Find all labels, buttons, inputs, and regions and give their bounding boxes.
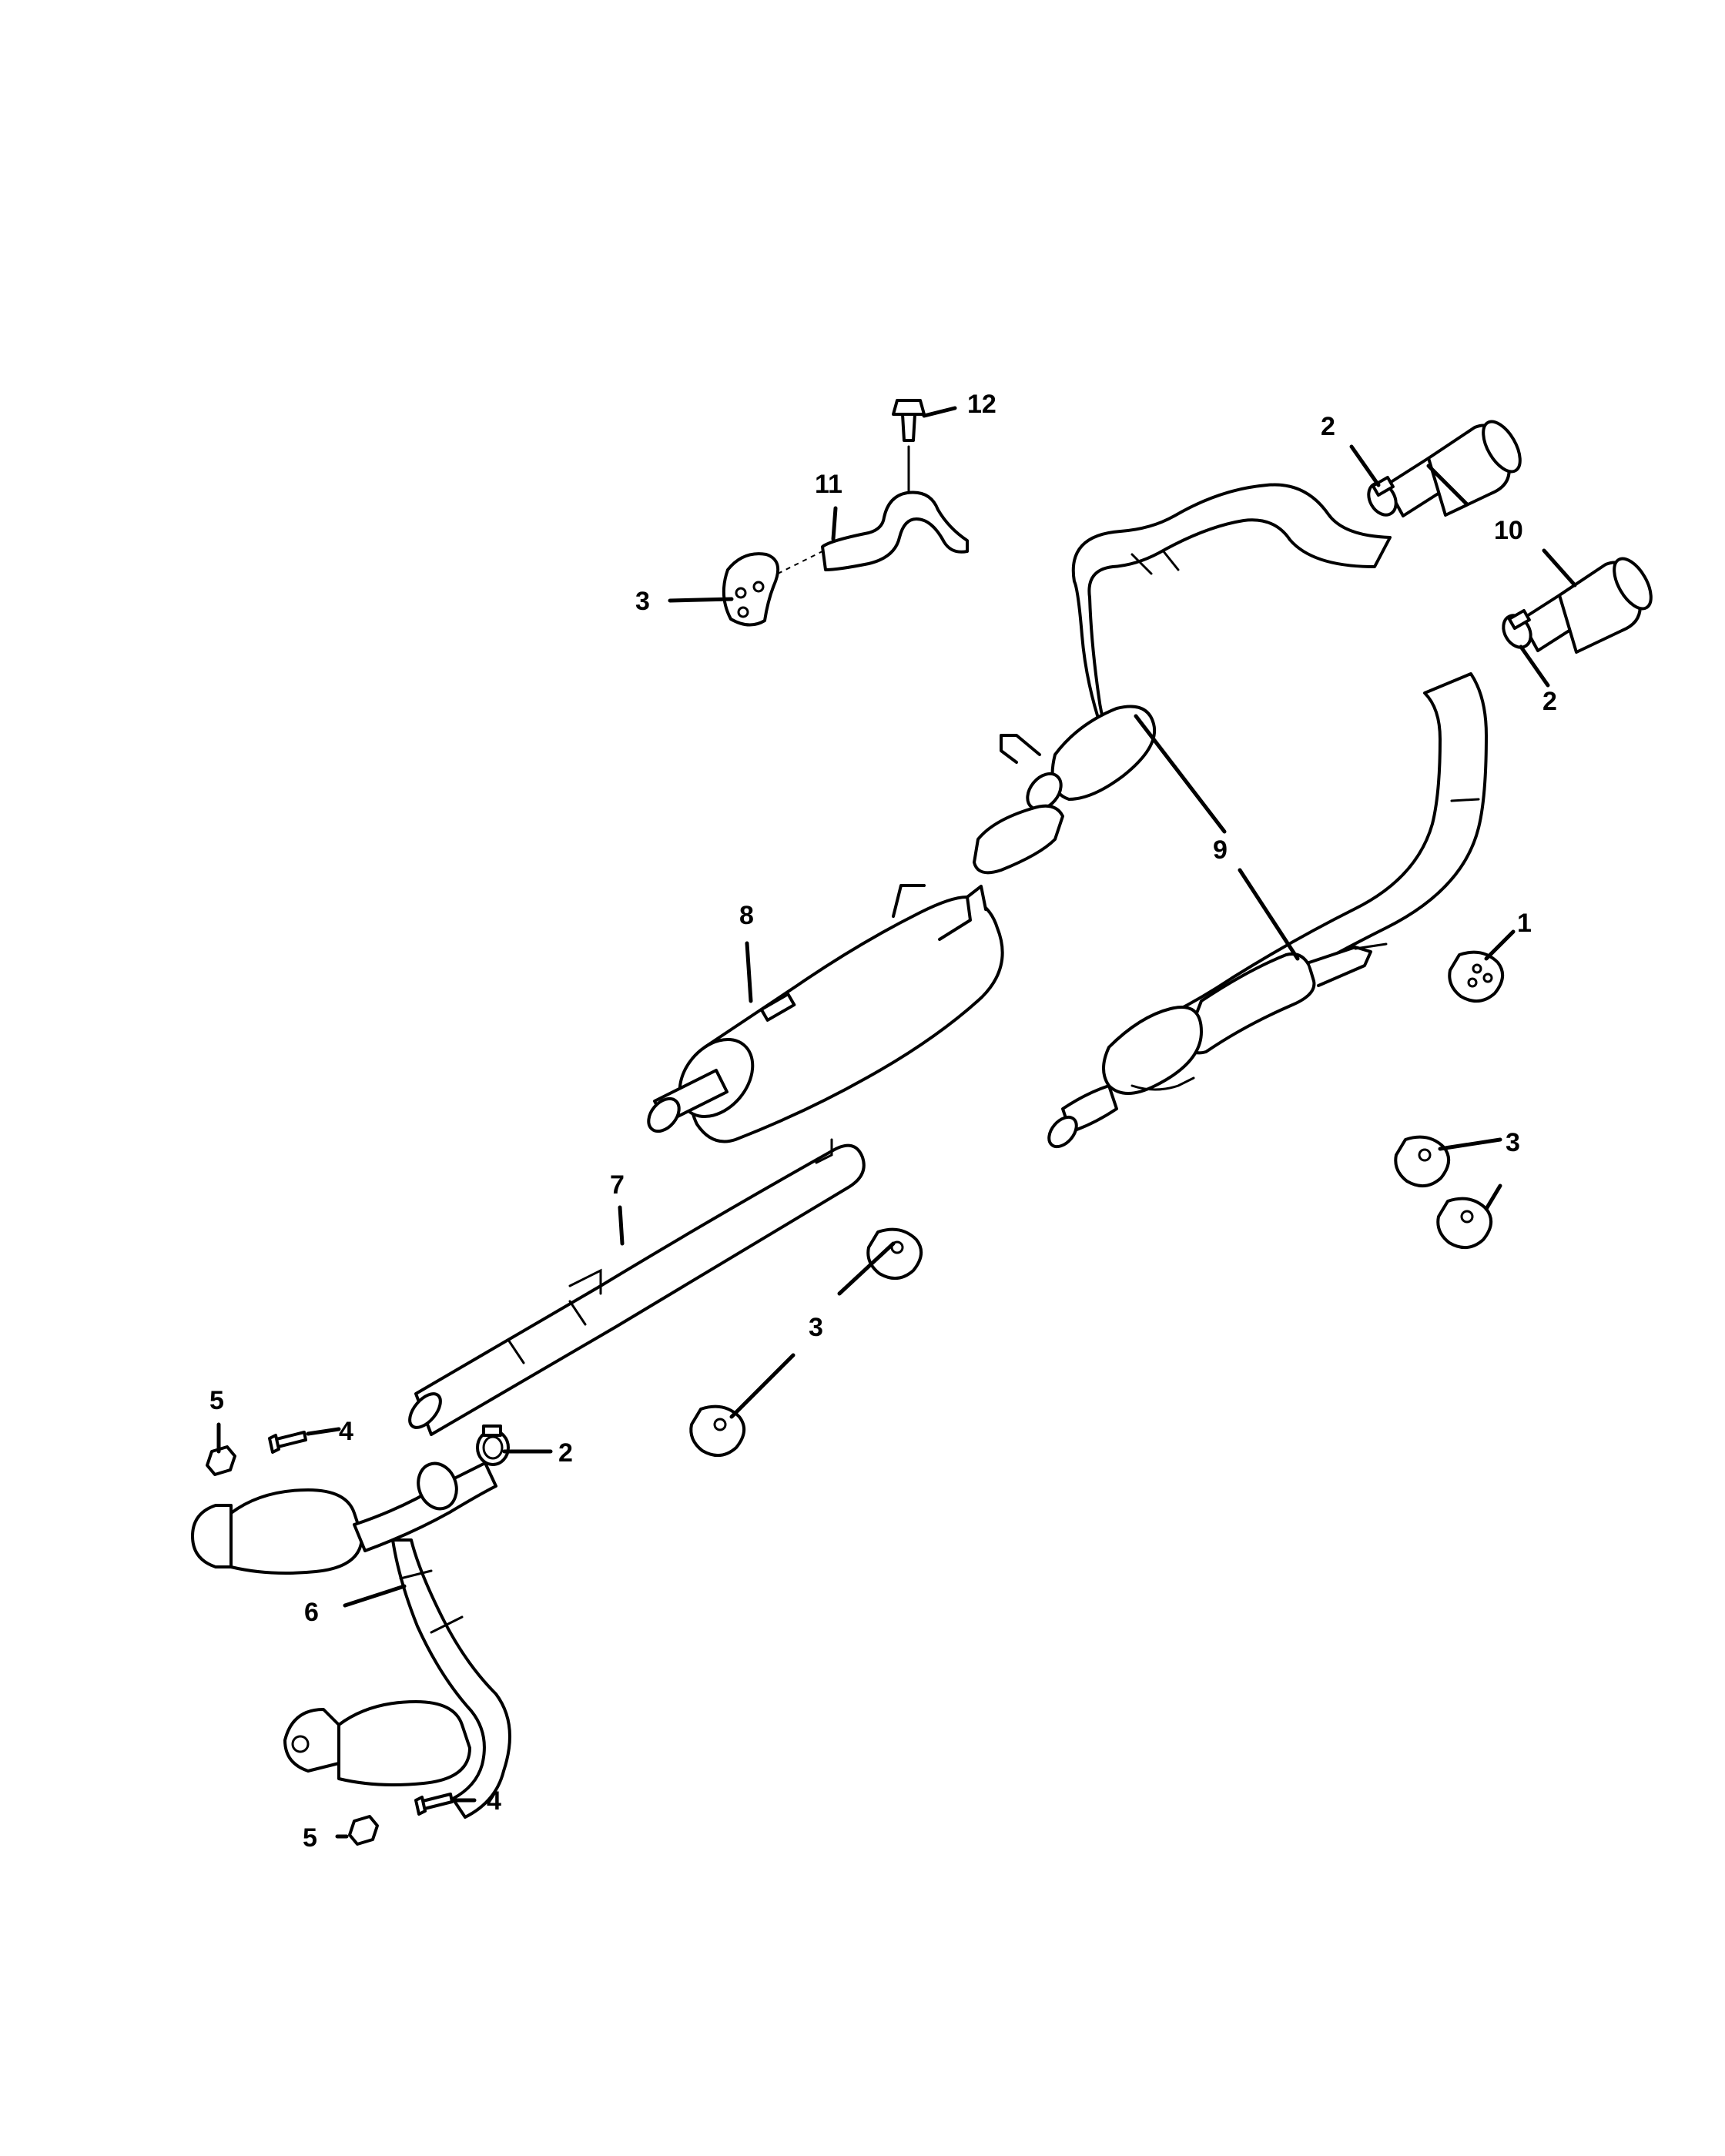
callout-1: 1: [1517, 909, 1532, 938]
leader-lines: [216, 406, 1577, 1839]
exhaust-tip-part-10-lower: [1519, 557, 1653, 654]
stud-part-4-lower: [414, 1793, 454, 1816]
isolator-part-1: [1448, 950, 1504, 1003]
callout-5-lower: 5: [303, 1823, 317, 1853]
exhaust-tip-part-10-upper: [1385, 420, 1522, 517]
callout-8: 8: [739, 901, 754, 930]
callout-11: 11: [815, 470, 842, 499]
clamp-part-2-upper: [1367, 475, 1398, 517]
callout-10: 10: [1494, 516, 1523, 545]
callout-5-upper: 5: [209, 1386, 224, 1415]
callout-2-tip-lower: 2: [1542, 687, 1557, 716]
hanger-bracket-part-11: [821, 445, 969, 571]
isolator-part-3-right-upper: [1394, 1135, 1450, 1187]
callout-3-middle: 3: [809, 1313, 823, 1342]
clamp-part-2-front: [476, 1424, 510, 1466]
nut-part-5-lower: [348, 1815, 379, 1846]
callout-4-upper: 4: [339, 1417, 353, 1446]
callout-12: 12: [967, 390, 996, 419]
callout-6: 6: [304, 1598, 319, 1627]
callout-labels: 12 11 3 2 10 2 9 1 8 3 7 3 5 4 2 6 4 5: [209, 390, 1557, 1853]
isolator-part-3-right-lower: [1436, 1197, 1492, 1249]
nut-part-5-upper: [206, 1445, 236, 1476]
stud-part-4-upper: [268, 1431, 307, 1454]
catalytic-y-pipe-part-6: [191, 1461, 511, 1819]
isolator-part-3-lower-middle: [689, 1404, 745, 1457]
callout-9: 9: [1213, 835, 1228, 865]
callout-3-top: 3: [635, 587, 650, 616]
callout-2-front: 2: [558, 1438, 573, 1468]
clamp-part-2-lower: [1502, 608, 1532, 649]
bolt-part-12: [892, 399, 926, 442]
intermediate-pipe-part-7: [408, 1138, 866, 1436]
tailpipe-assembly-part-9: [973, 483, 1488, 1149]
isolator-part-3-top: [722, 550, 825, 627]
callout-2-tip-upper: 2: [1321, 412, 1335, 441]
isolator-part-3-upper-middle: [866, 1227, 923, 1280]
callout-4-lower: 4: [487, 1786, 501, 1816]
callout-7: 7: [610, 1170, 625, 1200]
muffler-part-8: [647, 884, 1004, 1143]
callout-3-right: 3: [1506, 1128, 1520, 1157]
